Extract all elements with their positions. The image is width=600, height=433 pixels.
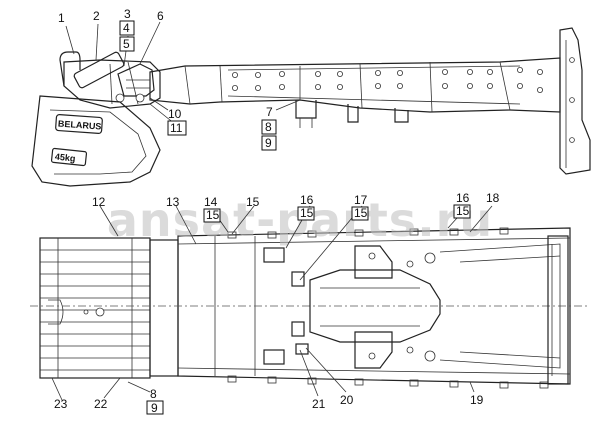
- callout-10: 10: [168, 107, 182, 121]
- weight-plate: [31, 95, 161, 187]
- side-view: BELARUS 45kg: [31, 27, 591, 187]
- callout-16-a: 16: [300, 193, 314, 207]
- callout-20: 20: [340, 393, 354, 407]
- frame-rail-holes: [231, 67, 544, 94]
- tow-hook: [59, 51, 81, 87]
- callout-23: 23: [54, 397, 68, 411]
- plan-view: [30, 227, 590, 389]
- callout-15-e: 15: [456, 204, 470, 218]
- callout-19: 19: [470, 393, 484, 407]
- callout-4: 4: [123, 21, 130, 35]
- callout-11: 11: [170, 121, 183, 135]
- callout-7: 7: [266, 105, 273, 119]
- callout-14: 14: [204, 195, 218, 209]
- callout-15-c: 15: [300, 206, 314, 220]
- callout-22: 22: [94, 397, 108, 411]
- callout-3: 3: [124, 7, 131, 21]
- callout-1: 1: [58, 11, 65, 25]
- callout-21: 21: [312, 397, 326, 411]
- callout-18: 18: [486, 191, 500, 205]
- callout-17: 17: [354, 193, 368, 207]
- callout-9-bottom: 9: [151, 401, 158, 415]
- callout-15-a: 15: [206, 208, 220, 222]
- callout-5: 5: [123, 37, 130, 51]
- weight-plate-weight: 45kg: [54, 152, 75, 164]
- callout-13: 13: [166, 195, 180, 209]
- callout-9-top: 9: [265, 136, 272, 150]
- callout-16-b: 16: [456, 191, 470, 205]
- callout-6: 6: [157, 9, 164, 23]
- callout-15-d: 15: [354, 206, 368, 220]
- callout-12: 12: [92, 195, 106, 209]
- callout-2: 2: [93, 9, 100, 23]
- callout-15-b: 15: [246, 195, 260, 209]
- callout-8-bottom: 8: [150, 387, 157, 401]
- callouts: 1 2 3 4 5 6 10 11 7 8 9 12 13 14 15: [51, 7, 500, 415]
- rail-bolts: [227, 227, 549, 389]
- rear-housing: [559, 27, 591, 175]
- weight-plate-brand: BELARUS: [58, 119, 102, 132]
- callout-8-top: 8: [265, 120, 272, 134]
- rail-bracket: [295, 100, 317, 119]
- engine-mount: [309, 269, 441, 343]
- weights-stack: [39, 237, 179, 379]
- frame-plan: [177, 227, 571, 385]
